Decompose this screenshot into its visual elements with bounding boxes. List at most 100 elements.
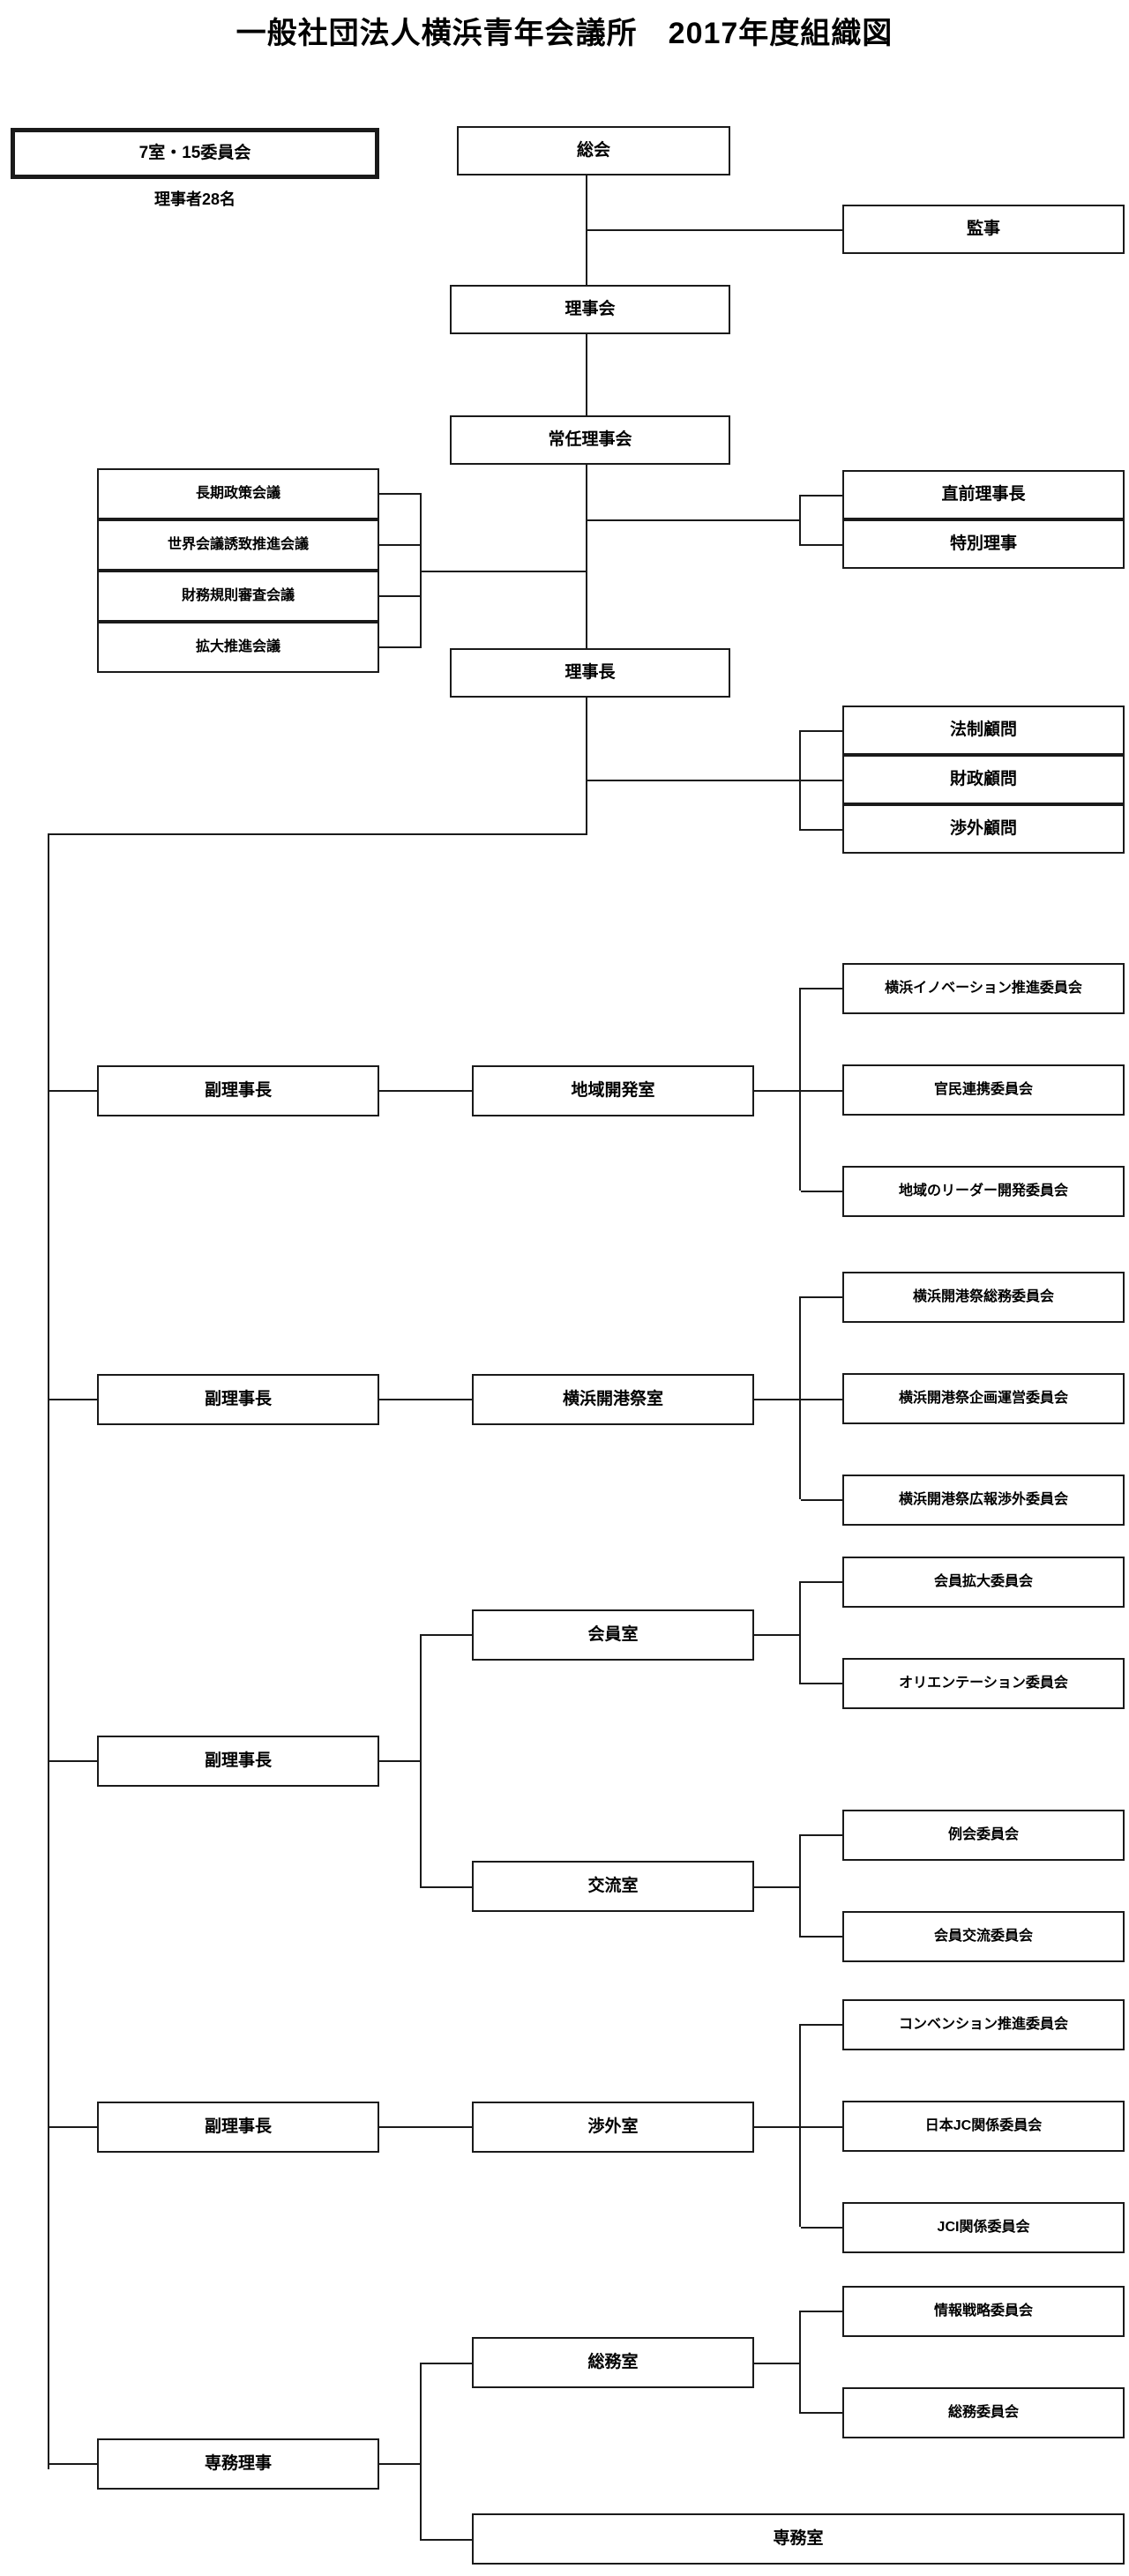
node-committee-1-0-0-label: 横浜開港祭総務委員会 — [912, 1289, 1054, 1305]
node-committee-0-0-1-label: 官民連携委員会 — [933, 1082, 1033, 1098]
node-room-4-0[interactable]: 総務室 — [472, 2337, 754, 2388]
node-committee-2-1-0-label: 例会委員会 — [947, 1827, 1019, 1843]
node-officer-3-label: 副理事長 — [204, 2117, 272, 2136]
node-officer-4-label: 専務理事 — [204, 2453, 272, 2473]
node-room-2-1[interactable]: 交流室 — [472, 1861, 754, 1912]
node-officer-2[interactable]: 副理事長 — [97, 1736, 379, 1787]
node-committee-1-0-1-label: 横浜開港祭企画運営委員会 — [898, 1391, 1068, 1407]
node-room-2-0[interactable]: 会員室 — [472, 1609, 754, 1661]
node-council-0[interactable]: 長期政策会議 — [97, 468, 379, 519]
connector-committee-2-0-1 — [801, 1683, 843, 1684]
node-committee-2-1-0[interactable]: 例会委員会 — [842, 1810, 1125, 1861]
node-council-0-label: 長期政策会議 — [195, 486, 280, 502]
node-special-director-0[interactable]: 直前理事長 — [842, 470, 1125, 519]
summary-directors-count: 理事者28名 — [153, 190, 236, 208]
node-committee-1-0-1[interactable]: 横浜開港祭企画運営委員会 — [842, 1373, 1125, 1424]
node-officer-3[interactable]: 副理事長 — [97, 2102, 379, 2153]
node-council-3[interactable]: 拡大推進会議 — [97, 622, 379, 673]
connector-room-2-0-to-bus — [754, 1634, 801, 1636]
connector-officer-4-to-room-1 — [420, 2539, 474, 2541]
node-room-3-0[interactable]: 渉外室 — [472, 2102, 754, 2153]
node-room-2-0-label: 会員室 — [587, 1624, 639, 1644]
node-officer-1-label: 副理事長 — [204, 1389, 272, 1408]
node-committee-1-0-0[interactable]: 横浜開港祭総務委員会 — [842, 1272, 1125, 1323]
node-officer-0[interactable]: 副理事長 — [97, 1065, 379, 1116]
node-officer-2-label: 副理事長 — [204, 1751, 272, 1770]
node-committee-3-0-1[interactable]: 日本JC関係委員会 — [842, 2101, 1125, 2152]
node-standing-board-label: 常任理事会 — [548, 429, 632, 449]
node-room-3-0-label: 渉外室 — [587, 2117, 639, 2136]
node-committee-1-0-2[interactable]: 横浜開港祭広報渉外委員会 — [842, 1475, 1125, 1526]
node-room-0-0[interactable]: 地域開発室 — [472, 1065, 754, 1116]
connector-advisor-1 — [801, 780, 843, 781]
connector-spine-to-special — [586, 519, 764, 521]
node-committee-3-0-2[interactable]: JCI関係委員会 — [842, 2202, 1125, 2253]
node-auditor[interactable]: 監事 — [842, 205, 1125, 254]
connector-officer-4 — [48, 2463, 99, 2465]
node-board-of-directors[interactable]: 理事会 — [450, 285, 730, 334]
connector-committee-0-0-1 — [801, 1090, 843, 1092]
connector-officer-0-to-room — [379, 1090, 474, 1092]
node-committee-4-0-1[interactable]: 総務委員会 — [842, 2387, 1125, 2438]
node-advisor-2[interactable]: 渉外顧問 — [842, 804, 1125, 854]
connector-committee-1-0-2 — [801, 1499, 843, 1501]
connector-officer-3-to-room — [379, 2126, 474, 2128]
connector-council-2 — [379, 595, 422, 597]
node-special-director-1[interactable]: 特別理事 — [842, 519, 1125, 569]
connector-advisor-2 — [801, 829, 843, 831]
node-room-4-1[interactable]: 専務室 — [472, 2513, 1125, 2565]
node-committee-4-0-0[interactable]: 情報戦略委員会 — [842, 2286, 1125, 2337]
node-auditor-label: 監事 — [966, 219, 1000, 238]
node-council-1[interactable]: 世界会議誘致推進会議 — [97, 519, 379, 571]
node-committee-0-0-2-label: 地域のリーダー開発委員会 — [898, 1183, 1068, 1199]
node-council-2-label: 財務規則審査会議 — [181, 588, 295, 604]
node-committee-0-0-0-label: 横浜イノベーション推進委員会 — [885, 981, 1082, 997]
connector-officer-2-bus — [420, 1634, 422, 1888]
connector-room-1-0-to-bus — [754, 1399, 801, 1400]
node-general-meeting[interactable]: 総会 — [457, 126, 730, 175]
connector-officer-4-to-room-0 — [420, 2363, 474, 2364]
node-committee-0-0-1[interactable]: 官民連携委員会 — [842, 1064, 1125, 1116]
connector-standing-to-president — [586, 465, 587, 655]
connector-special-to-spine — [762, 519, 801, 521]
connector-committee-2-0-0 — [801, 1581, 843, 1583]
connector-committee-3-0-0 — [801, 2024, 843, 2026]
connector-committee-4-0-1 — [801, 2412, 843, 2414]
node-committee-2-0-1-label: オリエンテーション委員会 — [899, 1676, 1068, 1691]
node-room-1-0[interactable]: 横浜開港祭室 — [472, 1374, 754, 1425]
node-committee-3-0-2-label: JCI関係委員会 — [937, 2220, 1030, 2236]
node-advisor-1[interactable]: 財政顧問 — [842, 755, 1125, 804]
connector-committee-1-0-0 — [801, 1296, 843, 1298]
node-committee-3-0-0[interactable]: コンベンション推進委員会 — [842, 1999, 1125, 2050]
node-advisor-1-label: 財政顧問 — [949, 769, 1017, 788]
node-committee-2-0-0[interactable]: 会員拡大委員会 — [842, 1557, 1125, 1608]
node-special-director-1-label: 特別理事 — [949, 534, 1017, 553]
node-officer-1[interactable]: 副理事長 — [97, 1374, 379, 1425]
node-committee-2-1-1[interactable]: 会員交流委員会 — [842, 1911, 1125, 1962]
connector-president-stem — [586, 698, 587, 835]
connector-committee-4-0-0 — [801, 2311, 843, 2312]
connector-officer-3 — [48, 2126, 99, 2128]
summary-rooms-committees-box: 7室・15委員会 — [11, 128, 379, 179]
connector-officer-1-to-room — [379, 1399, 474, 1400]
node-committee-2-0-1[interactable]: オリエンテーション委員会 — [842, 1658, 1125, 1709]
connector-general-meeting-stem — [586, 175, 587, 310]
node-officer-4[interactable]: 専務理事 — [97, 2438, 379, 2490]
connector-committee-bus-2-1 — [799, 1834, 801, 1938]
connector-officer-2-to-room-1 — [420, 1886, 474, 1888]
node-general-meeting-label: 総会 — [576, 140, 610, 160]
connector-officer-2-to-room-0 — [420, 1634, 474, 1636]
node-advisor-0[interactable]: 法制顧問 — [842, 706, 1125, 755]
connector-council-0 — [379, 493, 422, 495]
node-president[interactable]: 理事長 — [450, 648, 730, 698]
node-committee-0-0-0[interactable]: 横浜イノベーション推進委員会 — [842, 963, 1125, 1014]
connector-officer-0 — [48, 1090, 99, 1092]
connector-special-director-0 — [801, 495, 843, 497]
node-committee-1-0-2-label: 横浜開港祭広報渉外委員会 — [898, 1492, 1068, 1508]
node-committee-0-0-2[interactable]: 地域のリーダー開発委員会 — [842, 1166, 1125, 1217]
connector-president-to-left-bus — [48, 833, 587, 835]
node-standing-board[interactable]: 常任理事会 — [450, 415, 730, 465]
node-council-2[interactable]: 財務規則審査会議 — [97, 571, 379, 622]
node-officer-0-label: 副理事長 — [204, 1080, 272, 1100]
